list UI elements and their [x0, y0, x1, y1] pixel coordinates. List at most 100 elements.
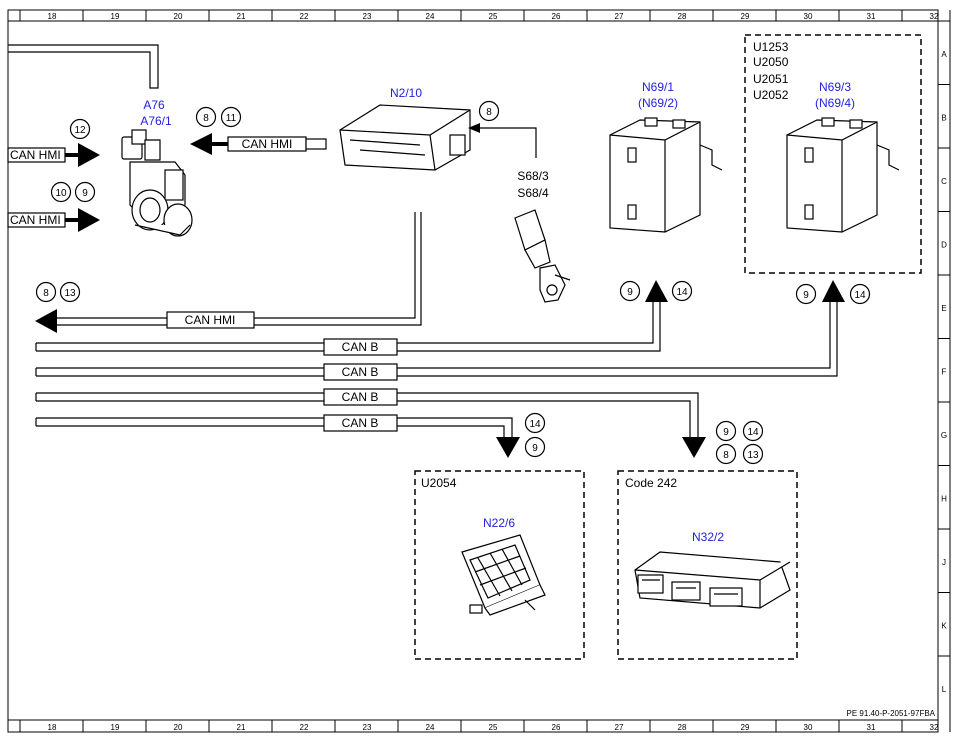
circle-number: 14 — [676, 287, 688, 298]
can-hmi-label: CAN HMI — [10, 213, 61, 227]
n22-6-option-box — [414, 470, 585, 660]
n22-6-control-unit-icon — [461, 534, 546, 616]
ruler-column-label: 28 — [678, 723, 687, 732]
ruler-column-label: 20 — [174, 12, 183, 21]
a76-label: A76 A76/1 — [140, 98, 172, 128]
circle-number: 9 — [82, 188, 88, 199]
circle-number: 8 — [43, 288, 49, 299]
svg-text:A76/1: A76/1 — [140, 114, 172, 128]
circle-number: 13 — [747, 450, 759, 461]
ruler-row-label: E — [941, 304, 946, 313]
ruler-column-label: 31 — [867, 723, 876, 732]
circle-number: 13 — [64, 288, 76, 299]
ruler-row-label: H — [941, 495, 947, 504]
can-b-line-2: CAN B 9 14 — [35, 280, 871, 381]
circle-number: 9 — [532, 443, 538, 454]
n2-10-label: N2/10 — [390, 86, 422, 100]
ruler-column-label: 32 — [930, 723, 939, 732]
ruler-column-label: 23 — [363, 12, 372, 21]
code-242-label: Code 242 — [625, 476, 677, 490]
svg-text:N69/1: N69/1 — [642, 80, 674, 94]
ruler-row-label: B — [941, 114, 946, 123]
n69-3-option-box — [744, 34, 922, 274]
ruler-column-label: 31 — [867, 12, 876, 21]
circle-number: 8 — [486, 107, 492, 118]
ruler-column-label: 26 — [552, 12, 561, 21]
u-code: U1253 — [753, 40, 789, 54]
ruler-column-label: 27 — [615, 723, 624, 732]
ruler-column-label: 28 — [678, 12, 687, 21]
svg-text:(N69/4): (N69/4) — [815, 96, 855, 110]
u-code: U2052 — [753, 88, 789, 102]
a76-can-hmi-bus: CAN HMI 8 11 — [190, 106, 327, 155]
ruler-row-label: G — [941, 431, 947, 440]
circle-number: 8 — [723, 450, 729, 461]
n2-10-output-can-hmi: CAN HMI 8 13 — [35, 212, 422, 333]
ruler-row-label: D — [941, 241, 947, 250]
circle-number: 9 — [627, 287, 633, 298]
ruler-row-label: J — [942, 558, 946, 567]
ruler-column-label: 22 — [300, 12, 309, 21]
n2-10-control-unit-icon — [339, 104, 471, 171]
circle-number: 14 — [854, 290, 866, 301]
ruler-column-label: 18 — [48, 723, 57, 732]
circle-number: 12 — [74, 125, 86, 136]
svg-text:(N69/2): (N69/2) — [638, 96, 678, 110]
circle-number: 9 — [723, 427, 729, 438]
ruler-column-label: 21 — [237, 12, 246, 21]
ruler-column-label: 20 — [174, 723, 183, 732]
circle-number: 14 — [747, 427, 759, 438]
s68-label: S68/3 S68/4 — [517, 169, 549, 200]
can-b-line-4: CAN B 14 9 — [35, 412, 546, 458]
can-b-label: CAN B — [342, 416, 379, 430]
ruler-row-label: L — [942, 685, 947, 694]
can-hmi-label: CAN HMI — [242, 137, 293, 151]
can-b-label: CAN B — [342, 365, 379, 379]
n32-2-option-box — [617, 470, 798, 660]
svg-text:S68/3: S68/3 — [517, 169, 549, 183]
ruler-column-label: 30 — [804, 12, 813, 21]
can-b-label: CAN B — [342, 340, 379, 354]
ruler-column-label: 19 — [111, 12, 120, 21]
circle-number: 10 — [55, 188, 67, 199]
circle-number: 14 — [529, 419, 541, 430]
left-can-hmi-input-2: CAN HMI 10 9 — [7, 181, 100, 232]
ruler-column-label: 21 — [237, 723, 246, 732]
can-b-line-3: CAN B 9 14 8 13 — [35, 388, 764, 465]
ruler-column-label: 25 — [489, 12, 498, 21]
n69-3-door-module-icon — [786, 117, 900, 233]
ruler-column-label: 19 — [111, 723, 120, 732]
top-left-wire — [8, 44, 159, 89]
u-code: U2051 — [753, 72, 789, 86]
can-b-label: CAN B — [342, 390, 379, 404]
n69-3-label: N69/3 (N69/4) — [815, 80, 855, 110]
ruler-column-label: 32 — [930, 12, 939, 21]
s68-to-n2-10-arrow: 8 — [468, 100, 537, 158]
svg-text:N69/3: N69/3 — [819, 80, 851, 94]
u2054-label: U2054 — [421, 476, 457, 490]
ruler-row-label: F — [942, 368, 947, 377]
ruler-column-label: 22 — [300, 723, 309, 732]
n22-6-label: N22/6 — [483, 516, 515, 530]
ruler-row-label: A — [941, 50, 947, 59]
ruler-column-label: 27 — [615, 12, 624, 21]
seatbelt-feeder-icon — [121, 129, 193, 237]
ruler-row-label: K — [941, 622, 947, 631]
circle-number: 9 — [803, 290, 809, 301]
ruler-column-label: 25 — [489, 723, 498, 732]
ruler-column-label: 18 — [48, 12, 57, 21]
svg-text:S68/4: S68/4 — [517, 186, 549, 200]
can-hmi-label: CAN HMI — [10, 148, 61, 162]
document-code: PE 91.40-P-2051-97FBA — [847, 709, 936, 718]
ruler-column-label: 29 — [741, 723, 750, 732]
circle-number: 11 — [226, 113, 237, 124]
ruler-column-label: 24 — [426, 12, 435, 21]
n32-2-module-icon — [634, 551, 791, 609]
circle-number: 8 — [203, 113, 209, 124]
ruler-column-label: 30 — [804, 723, 813, 732]
u-code: U2050 — [753, 55, 789, 69]
